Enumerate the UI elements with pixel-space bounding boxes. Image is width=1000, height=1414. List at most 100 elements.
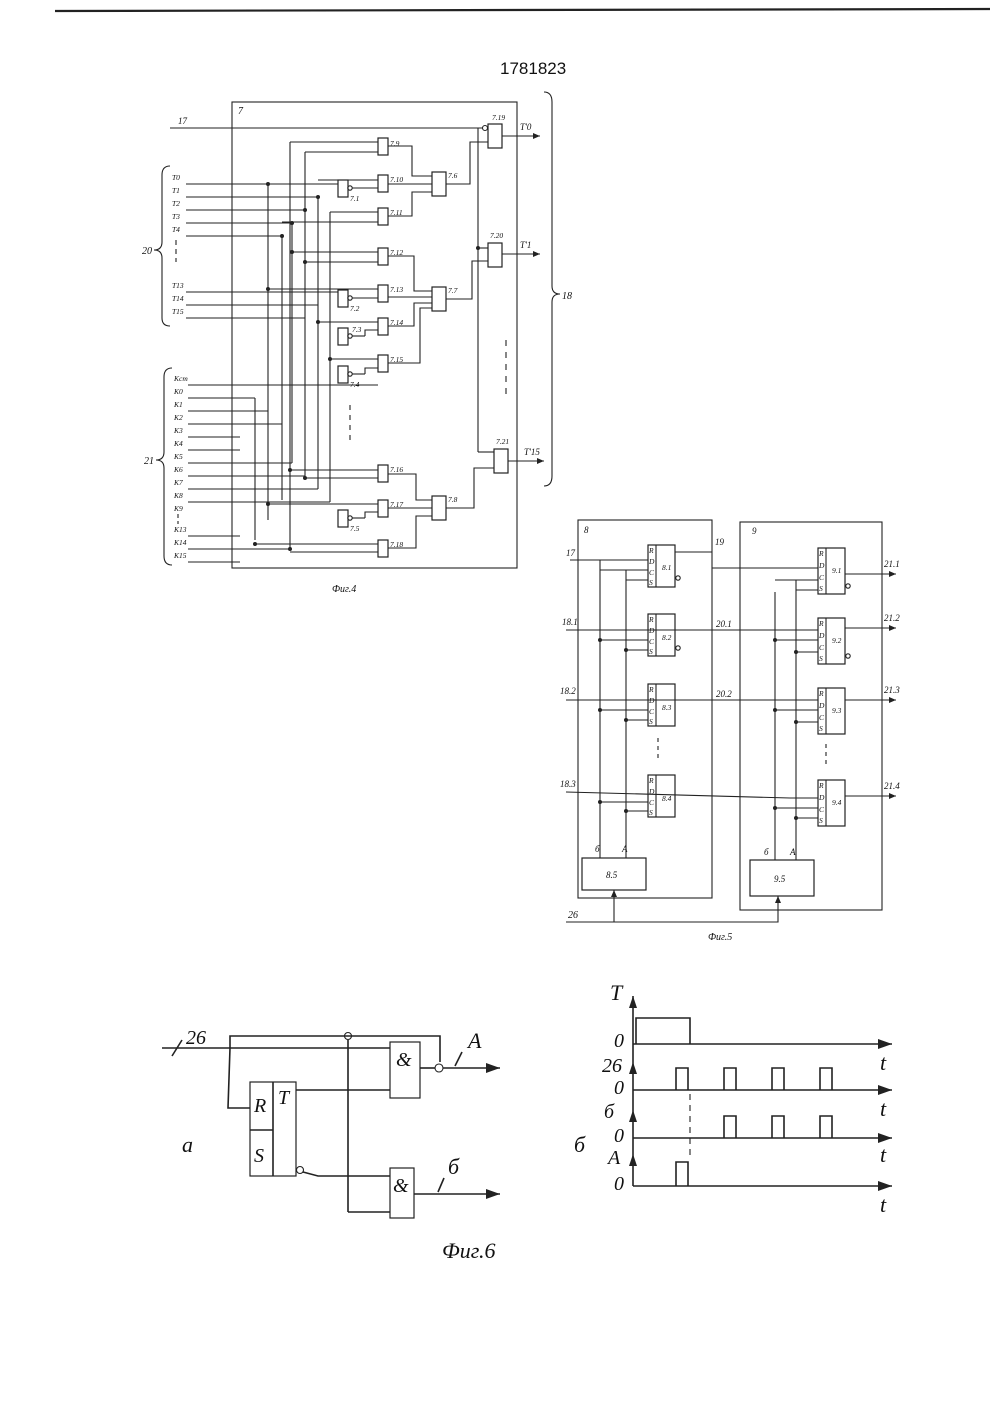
svg-text:9.4: 9.4 (832, 798, 842, 807)
fig6-timing: T 0 t 26 0 t б 0 t А 0 t б (574, 980, 892, 1217)
fig6-output-a: А (466, 1028, 482, 1053)
svg-text:S: S (649, 647, 653, 656)
fig4-gate-7-21 (494, 449, 508, 473)
fig4-bus-20: 20 (142, 246, 152, 257)
fig5-output-20-1: 20.1 (716, 619, 732, 629)
fig4-gate-7-6 (432, 172, 446, 196)
timing-label-b: б (604, 1101, 615, 1123)
fig4-bus-21: 21 (144, 456, 154, 467)
svg-text:б: б (764, 847, 769, 857)
fig4-input-k8: K8 (173, 491, 183, 500)
fig4-gate-7-11 (378, 208, 388, 225)
fig4-gate-7-8 (432, 496, 446, 520)
svg-text:7.13: 7.13 (390, 285, 403, 294)
fig4-gate-7-15 (378, 355, 388, 372)
fig4-input-t13: T13 (172, 281, 184, 290)
svg-text:&: & (396, 1049, 412, 1071)
patent-number: 1781823 (500, 59, 566, 78)
fig4-gate-7-10 (378, 175, 388, 192)
fig4-gate-7-17 (378, 500, 388, 517)
svg-text:t: t (880, 1192, 887, 1217)
svg-text:А: А (621, 844, 628, 854)
timing-label-a: А (606, 1147, 621, 1169)
fig4-input-k7: K7 (173, 478, 183, 487)
svg-text:t: t (880, 1050, 887, 1075)
svg-text:А: А (789, 847, 796, 857)
fig4-input-k4: K4 (173, 439, 183, 448)
svg-text:t: t (880, 1142, 887, 1167)
fig4-output-t15: T'15 (524, 447, 540, 457)
svg-text:7.9: 7.9 (390, 139, 400, 148)
svg-text:0: 0 (614, 1173, 624, 1195)
fig5-block-8 (578, 520, 712, 898)
svg-text:0: 0 (614, 1030, 624, 1052)
svg-text:8.1: 8.1 (662, 563, 671, 572)
timing-label-26: 26 (602, 1055, 622, 1077)
fig4-block-label: 7 (238, 106, 244, 117)
fig5-input-17: 17 (566, 548, 576, 558)
fig4-input-k13: K13 (173, 525, 187, 534)
svg-text:R: R (648, 546, 654, 555)
svg-text:7.16: 7.16 (390, 465, 403, 474)
svg-text:9.1: 9.1 (832, 566, 841, 575)
fig4-input-k6: K6 (173, 465, 183, 474)
svg-text:9.2: 9.2 (832, 636, 842, 645)
fig5-output-21-3: 21.3 (884, 685, 900, 695)
fig4-input-k0: K0 (173, 387, 183, 396)
fig5-output-19: 19 (715, 537, 725, 547)
fig5-input-18-3: 18.3 (560, 779, 576, 789)
fig4-brace-21 (156, 368, 172, 565)
svg-text:7.5: 7.5 (350, 524, 360, 533)
svg-text:7.10: 7.10 (390, 175, 403, 184)
fig4-gate-7-2 (338, 290, 348, 307)
svg-text:D: D (818, 561, 825, 570)
fig4-input-t2: T2 (172, 199, 180, 208)
svg-text:8: 8 (584, 525, 589, 535)
svg-text:7.4: 7.4 (350, 380, 360, 389)
fig4-bus-18: 18 (562, 291, 572, 302)
svg-text:D: D (818, 793, 825, 802)
fig4-gate-7-3 (338, 328, 348, 345)
svg-text:S: S (649, 717, 653, 726)
svg-text:8.2: 8.2 (662, 633, 672, 642)
fig5-input-18-2: 18.2 (560, 686, 576, 696)
svg-text:7.6: 7.6 (448, 171, 458, 180)
fig4-gate-7-13 (378, 285, 388, 302)
svg-text:S: S (819, 584, 823, 593)
fig5-output-21-4: 21.4 (884, 781, 900, 791)
svg-text:R: R (818, 619, 824, 628)
fig4-input-t14: T14 (172, 294, 184, 303)
svg-text:7.20: 7.20 (490, 231, 503, 240)
fig6-caption: Фиг.6 (442, 1238, 496, 1263)
fig4-input-t4: T4 (172, 225, 180, 234)
fig4-input-k15: K15 (173, 551, 187, 560)
svg-text:8.5: 8.5 (606, 870, 618, 880)
fig4-input-k5: K5 (173, 452, 183, 461)
fig4-brace-18 (544, 92, 560, 486)
svg-text:7.7: 7.7 (448, 286, 458, 295)
fig6-input-26: 26 (186, 1027, 206, 1049)
svg-text:7.8: 7.8 (448, 495, 458, 504)
svg-text:R: R (648, 776, 654, 785)
svg-text:0: 0 (614, 1125, 624, 1147)
fig5-output-21-2: 21.2 (884, 613, 900, 623)
fig4-gate-7-16 (378, 465, 388, 482)
fig5-junctions (598, 638, 798, 820)
svg-text:8.3: 8.3 (662, 703, 672, 712)
fig4-gate-7-7 (432, 287, 446, 311)
fig4-input-t0: T0 (172, 173, 180, 182)
svg-text:t: t (880, 1096, 887, 1121)
svg-text:R: R (253, 1095, 266, 1117)
fig5-input-18-1: 18.1 (562, 617, 578, 627)
timing-label-t: T (610, 980, 624, 1005)
svg-text:9.5: 9.5 (774, 874, 786, 884)
svg-text:S: S (819, 654, 823, 663)
fig6-schematic: 26 R S T & А & б а Фиг.6 (162, 1027, 500, 1263)
svg-text:R: R (818, 549, 824, 558)
svg-text:7.21: 7.21 (496, 437, 509, 446)
fig4-input-t1: T1 (172, 186, 180, 195)
fig4-gate-7-1 (338, 180, 348, 197)
fig4-caption: Фиг.4 (332, 584, 356, 595)
fig4-gate-7-18 (378, 540, 388, 557)
fig5-diagram: 8 9 R D C S 8.1 17 19 R D C S 8.2 18.1 2… (560, 520, 900, 943)
